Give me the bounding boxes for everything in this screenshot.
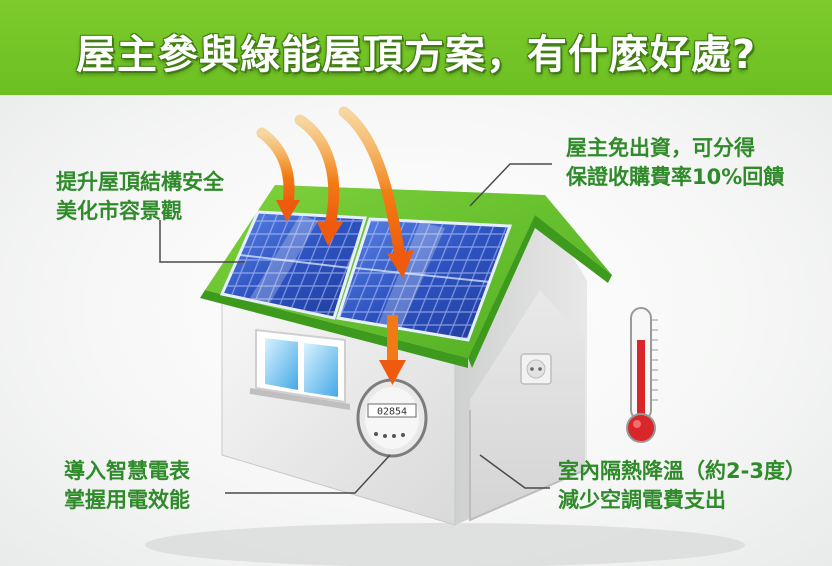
power-outlet-icon <box>520 353 552 385</box>
benefit-line: 掌握用電效能 <box>64 488 190 512</box>
thermometer-icon <box>626 307 658 443</box>
benefit-line: 導入智慧電表 <box>64 459 190 483</box>
energy-flow-arrow <box>379 315 406 385</box>
window <box>250 328 350 410</box>
benefit-line: 減少空調電費支出 <box>558 488 726 512</box>
solar-panel-icon <box>219 210 513 342</box>
sun-arrow-icon <box>256 106 406 261</box>
benefit-line: 提升屋頂結構安全 <box>56 170 224 194</box>
roof-edge <box>200 290 468 368</box>
smart-meter-icon: 02854 <box>356 378 428 458</box>
benefit-line: 屋主免出資，可分得 <box>566 136 755 160</box>
page-title: 屋主參與綠能屋頂方案，有什麼好處? <box>75 32 757 78</box>
floor-shadow <box>145 523 745 566</box>
leader-lines <box>159 163 552 494</box>
benefit-payback: 屋主免出資，可分得 保證收購費率10%回饋 <box>566 134 784 192</box>
sun-arrow-icon <box>387 250 414 278</box>
benefit-line: 室內隔熱降溫（約2-3度） <box>558 459 806 483</box>
sun-arrow-icon <box>317 222 343 246</box>
meter-reading: 02854 <box>377 407 407 418</box>
benefit-line: 美化市容景觀 <box>56 199 182 223</box>
benefit-insulation: 室內隔熱降溫（約2-3度） 減少空調電費支出 <box>558 457 806 515</box>
title-banner <box>0 0 832 95</box>
benefit-line: 保證收購費率10%回饋 <box>566 165 785 189</box>
benefit-roof-safety: 提升屋頂結構安全 美化市容景觀 <box>56 168 224 226</box>
benefit-smart-meter: 導入智慧電表 掌握用電效能 <box>64 457 190 515</box>
house-cutaway <box>470 290 585 520</box>
sun-arrow-icon <box>276 200 300 222</box>
